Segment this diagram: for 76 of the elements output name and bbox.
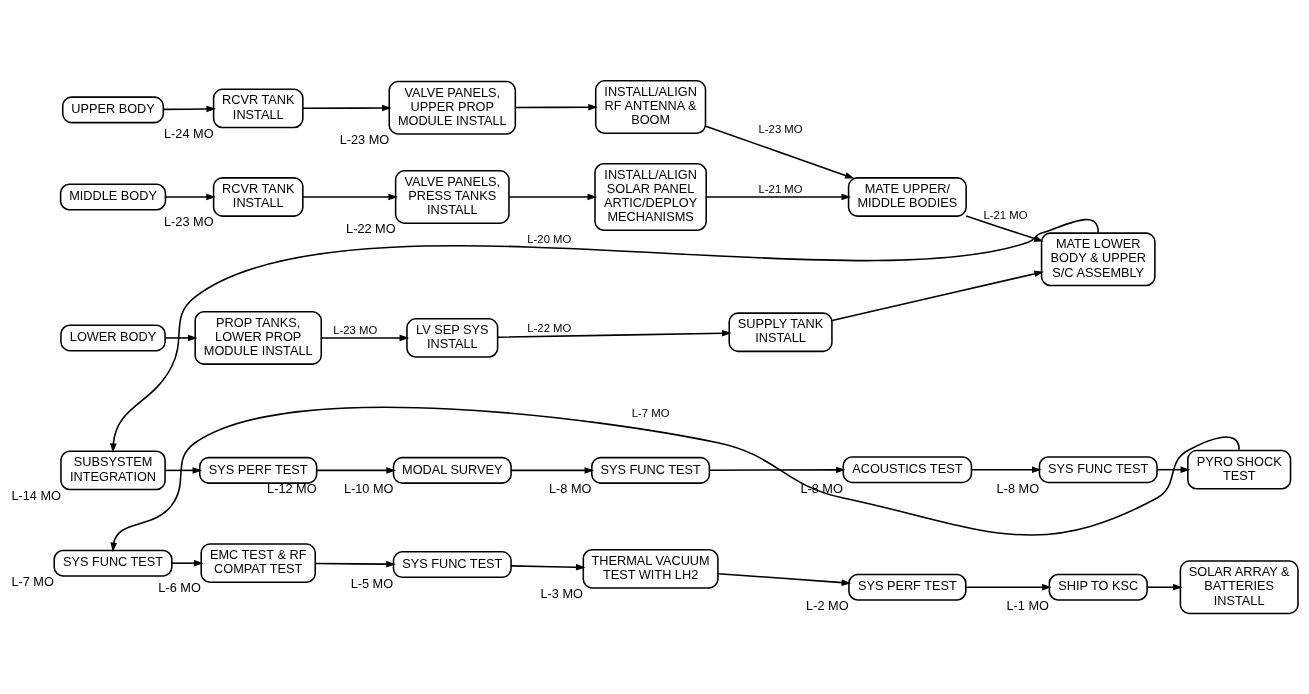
arrow: [110, 406, 1240, 552]
node-box: INSTALL/ALIGN RF ANTENNA & BOOM: [594, 79, 707, 134]
arrow: [708, 466, 846, 473]
node-label: L-1 MO: [1006, 597, 1049, 613]
arrow: [705, 124, 855, 179]
node-label: L-8 MO: [548, 480, 592, 496]
node-box: RCVR TANK INSTALL: [212, 176, 304, 217]
arrow: [831, 270, 1044, 321]
arrow: [970, 465, 1042, 473]
node-box: MATE LOWER BODY & UPPER S/C ASSEMBLY: [1040, 231, 1156, 286]
node-label: L-24 MO: [164, 125, 214, 141]
arrow: [705, 193, 851, 200]
arrow: [164, 334, 198, 341]
arrow: [302, 104, 392, 111]
node-box: SYS PERF TEST: [199, 456, 318, 484]
node-label: L-7 MO: [11, 573, 54, 589]
node-box: SUBSYSTEM INTEGRATION: [60, 450, 166, 490]
node-box: LV SEP SYS INSTALL: [406, 317, 499, 358]
edge-label: L-23 MO: [333, 323, 378, 336]
edge-label: L-22 MO: [527, 321, 572, 334]
arrow: [315, 466, 396, 474]
node-label: L-3 MO: [540, 585, 583, 601]
node-box: MIDDLE BODY: [59, 182, 167, 210]
edge-label: L-20 MO: [527, 232, 572, 245]
node-label: L-5 MO: [350, 575, 394, 591]
edge-label: L-21 MO: [983, 208, 1028, 221]
arrow: [171, 559, 204, 566]
node-label: L-10 MO: [343, 480, 394, 496]
arrow: [1146, 583, 1183, 591]
node-box: SYS PERF TEST: [848, 573, 967, 601]
node-label: L-23 MO: [339, 131, 390, 147]
node-box: UPPER BODY: [61, 95, 165, 123]
node-label: L-22 MO: [346, 220, 396, 236]
arrow: [497, 329, 732, 338]
arrow: [1156, 465, 1191, 473]
node-box: MATE UPPER/ MIDDLE BODIES: [847, 176, 967, 217]
arrow: [302, 193, 398, 200]
node-box: EMC TEST & RF COMPAT TEST: [200, 542, 316, 583]
node-label: L-6 MO: [158, 579, 201, 595]
node-box: PYRO SHOCK TEST: [1187, 449, 1292, 490]
edge-label: L-23 MO: [758, 122, 803, 135]
arrow: [510, 563, 586, 571]
arrow: [514, 103, 598, 111]
arrow: [965, 583, 1052, 591]
arrow: [164, 466, 203, 474]
arrow: [717, 572, 852, 586]
node-box: SYS FUNC TEST: [591, 456, 711, 484]
node-box: SYS FUNC TEST: [53, 549, 173, 577]
node-box: RCVR TANK INSTALL: [212, 88, 304, 128]
arrow: [510, 466, 595, 474]
node-label: L-8 MO: [996, 480, 1040, 496]
node-box: SOLAR ARRAY & BATTERIES INSTALL: [1179, 559, 1299, 614]
arrow: [508, 193, 598, 200]
node-box: SYS FUNC TEST: [1038, 455, 1158, 483]
arrow: [110, 218, 1099, 453]
arrow: [320, 334, 410, 341]
node-box: THERMAL VACUUM TEST WITH LH2: [582, 548, 719, 589]
arrow: [164, 193, 216, 200]
node-box: LOWER BODY: [60, 323, 166, 351]
node-label: L-23 MO: [164, 213, 214, 229]
node-box: VALVE PANELS, PRESS TANKS INSTALL: [394, 169, 510, 224]
edge-label: L-7 MO: [631, 406, 670, 419]
node-box: ACOUSTICS TEST: [842, 455, 973, 483]
arrow: [162, 105, 216, 112]
node-label: L-2 MO: [806, 597, 849, 613]
node-box: MODAL SURVEY: [392, 456, 512, 484]
node-label: L-14 MO: [11, 487, 61, 503]
edge-label: L-21 MO: [758, 182, 803, 195]
node-box: SHIP TO KSC: [1048, 573, 1148, 601]
node-box: INSTALL/ALIGN SOLAR PANEL ARTIC/DEPLOY MECHANISMS: [594, 162, 707, 231]
node-box: VALVE PANELS, UPPER PROP MODULE INSTALL: [388, 80, 517, 135]
arrow: [965, 214, 1044, 242]
node-box: SYS FUNC TEST: [392, 550, 512, 578]
node-box: PROP TANKS, LOWER PROP MODULE INSTALL: [194, 310, 323, 365]
arrow: [314, 560, 396, 567]
node-box: SUPPLY TANK INSTALL: [728, 311, 833, 352]
